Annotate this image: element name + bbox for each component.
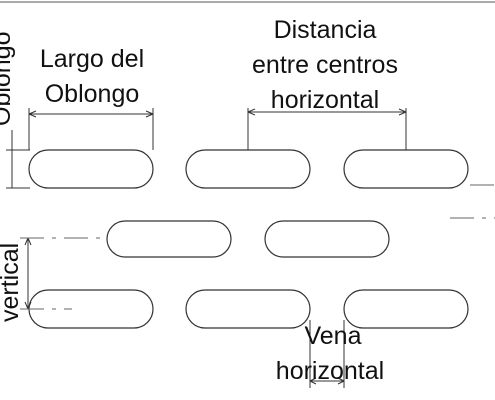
oblong-row1-b [185, 149, 311, 189]
label-distancia-line1: Distancia [273, 16, 377, 44]
vertical-arrow-top [24, 237, 32, 246]
label-largo-line1: Largo del [39, 45, 145, 73]
label-largo-line2: Oblongo [44, 80, 140, 108]
vertical-arrow-bottom [24, 301, 32, 310]
vena-arrow-left [309, 377, 317, 385]
oblong-row2-a [106, 220, 232, 258]
oblong-row1-a [28, 149, 154, 189]
distancia-arrow-right [398, 108, 407, 116]
label-vertical-rotated: vertical [0, 242, 24, 322]
oblong-row3-c [343, 289, 469, 329]
oblong-row1-c [343, 149, 469, 189]
label-oblongo-vertical: Oblongo [0, 31, 16, 126]
oblong-row3-b [185, 289, 311, 329]
label-distancia-line2: entre centros [252, 51, 398, 79]
label-vena-line1: Vena [304, 322, 362, 350]
distancia-arrow-left [247, 108, 256, 116]
vena-arrow-right [337, 377, 345, 385]
oblong-row2-b [264, 220, 390, 258]
oblong-row3-a [28, 289, 154, 329]
label-distancia-line3: horizontal [270, 86, 380, 114]
largo-arrow-right [145, 110, 154, 118]
largo-arrow-left [28, 110, 37, 118]
label-vena-line2: horizontal [275, 357, 385, 385]
